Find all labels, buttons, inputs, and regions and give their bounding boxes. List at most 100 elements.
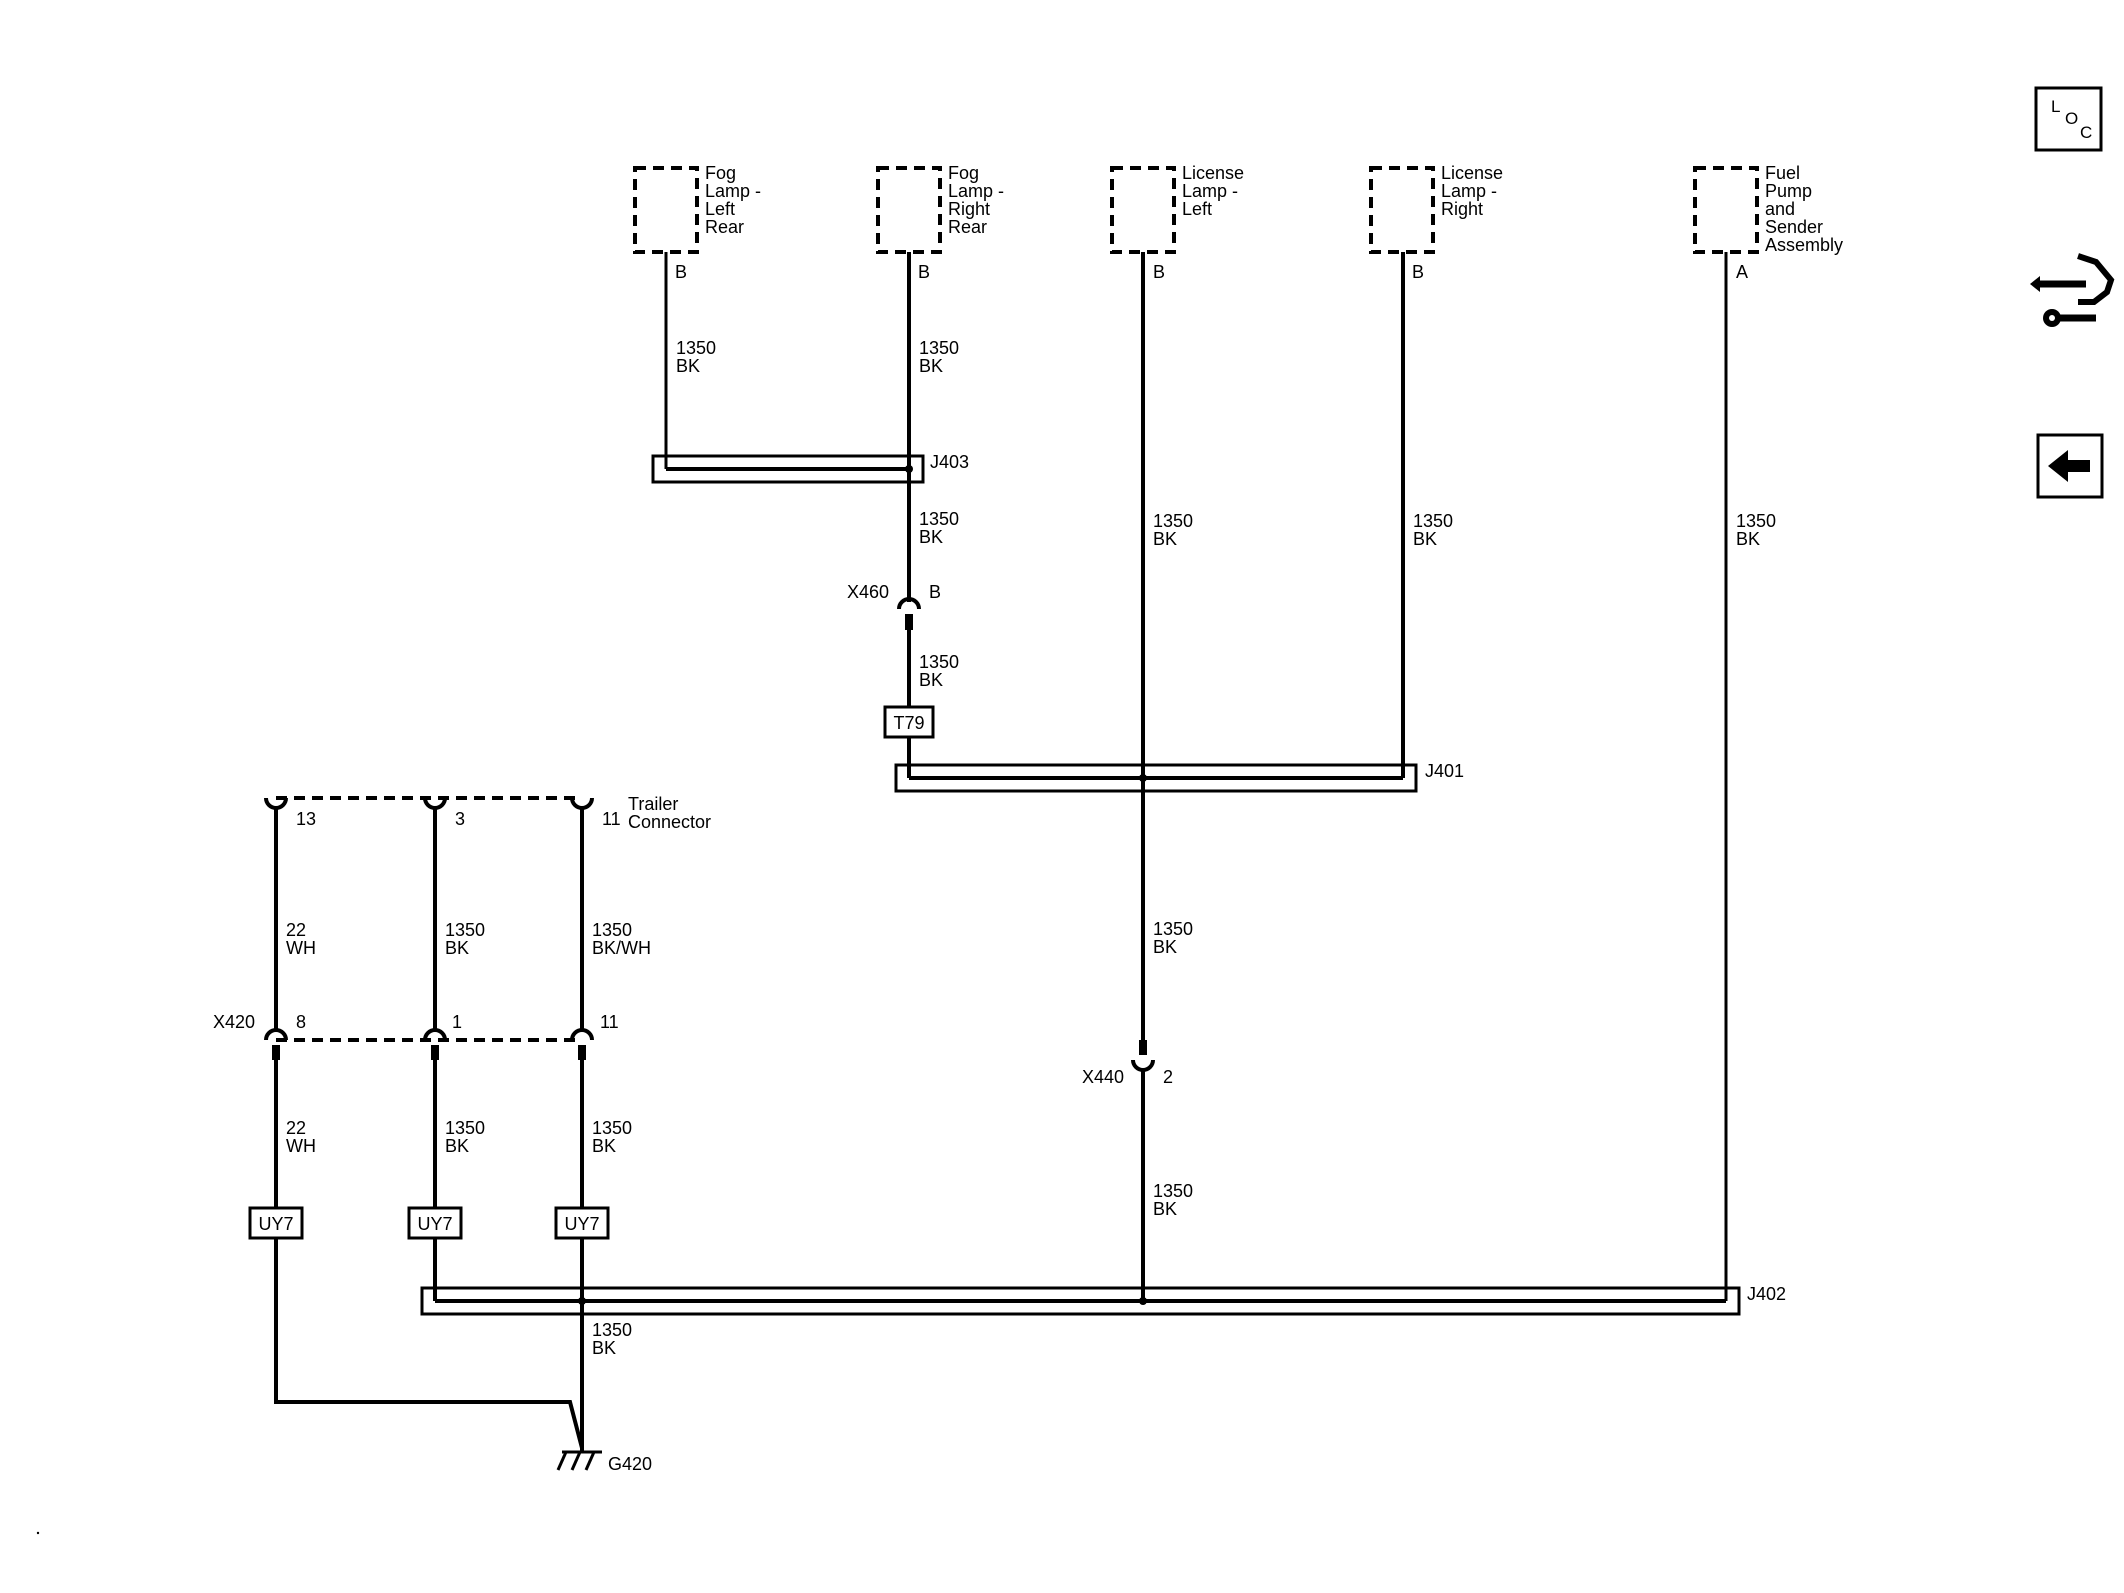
pin-label: B [1153, 262, 1165, 282]
splice-pack-j402: J402 [420, 1284, 1786, 1316]
wire-gauge: 1350 [592, 920, 632, 940]
component-label-line: Lamp - [1441, 181, 1497, 201]
component-label-line: Pump [1765, 181, 1812, 201]
component-label-line: Left [705, 199, 735, 219]
ground-label: G420 [608, 1454, 652, 1474]
splice-dot [1139, 774, 1147, 782]
component-label-line: Assembly [1765, 235, 1843, 255]
component-label-line: Left [1182, 199, 1212, 219]
back-arrow-icon [2048, 450, 2090, 482]
component-label-line: Fog [705, 163, 736, 183]
wire-gauge: 1350 [1153, 511, 1193, 531]
option-label: UY7 [258, 1214, 293, 1234]
wire-gauge: 1350 [445, 1118, 485, 1138]
component-label-line: Connector [628, 812, 711, 832]
svg-text:O: O [2065, 109, 2078, 128]
option-box-uy7: UY7 [407, 1206, 463, 1240]
component-label-line: License [1182, 163, 1244, 183]
wire-gauge: 1350 [592, 1118, 632, 1138]
connector-label: X420 [213, 1012, 255, 1032]
component-label-line: Rear [705, 217, 744, 237]
inline-connector-x440: X440 2 [1082, 1040, 1173, 1087]
component-label-line: License [1441, 163, 1503, 183]
option-label: UY7 [564, 1214, 599, 1234]
wire-color: BK [1413, 529, 1437, 549]
trailer-connector: 13 3 11 Trailer Connector [264, 794, 711, 832]
pin-label: 11 [602, 809, 621, 829]
inline-connector-x460: X460 B [847, 582, 941, 630]
wire-color: WH [286, 938, 316, 958]
component-label-line: Lamp - [948, 181, 1004, 201]
wire-color: BK [919, 670, 943, 690]
splice-pack-j403: J403 [651, 452, 969, 484]
pin-label: 8 [296, 1012, 306, 1032]
wire-color: BK [919, 527, 943, 547]
wire-gauge: 22 [286, 920, 306, 940]
pin-label: 1 [452, 1012, 462, 1032]
wire-gauge: 1350 [445, 920, 485, 940]
option-box-uy7: UY7 [554, 1206, 610, 1240]
connector-info-button[interactable] [2030, 253, 2115, 327]
splice-label: J401 [1425, 761, 1464, 781]
component-label-line: Right [948, 199, 990, 219]
wire-gauge: 22 [286, 1118, 306, 1138]
component-fog-lamp-right-rear: Fog Lamp - Right Rear B [876, 163, 1004, 282]
component-license-lamp-left: License Lamp - Left B [1110, 163, 1244, 282]
svg-text:C: C [2080, 123, 2092, 142]
splice-pack-j401: J401 [894, 761, 1464, 793]
wire-uy7-ground [274, 1238, 584, 1449]
back-button[interactable] [2036, 433, 2104, 499]
wire-color: BK [592, 1136, 616, 1156]
wire-gauge: 1350 [1736, 511, 1776, 531]
component-license-lamp-right: License Lamp - Right B [1369, 163, 1503, 282]
component-fuel-pump-sender-assembly: Fuel Pump and Sender Assembly A [1693, 163, 1843, 282]
wire-gauge: 1350 [1153, 1181, 1193, 1201]
component-label-line: and [1765, 199, 1795, 219]
wire-gauge: 1350 [1153, 919, 1193, 939]
wire-color: BK [676, 356, 700, 376]
splice-dot [578, 1297, 586, 1305]
pin-label: 2 [1163, 1067, 1173, 1087]
component-label-line: Fog [948, 163, 979, 183]
component-label-line: Right [1441, 199, 1483, 219]
option-label: T79 [893, 713, 924, 733]
option-label: UY7 [417, 1214, 452, 1234]
option-box-uy7: UY7 [248, 1206, 304, 1240]
loc-icon: L O C [2051, 97, 2092, 142]
wire-gauge: 1350 [919, 652, 959, 672]
component-label-line: Trailer [628, 794, 678, 814]
inline-connector-x420: X420 8 1 11 [213, 1012, 619, 1060]
pin-label: B [1412, 262, 1424, 282]
pin-label: 13 [296, 809, 316, 829]
pin-label: 11 [600, 1012, 619, 1032]
loc-button[interactable]: L O C [2034, 86, 2103, 152]
wire-gauge: 1350 [676, 338, 716, 358]
splice-label: J403 [930, 452, 969, 472]
pin-label: B [918, 262, 930, 282]
splice-dot [1139, 1297, 1147, 1305]
component-label-line: Sender [1765, 217, 1823, 237]
wire-color: BK [1153, 937, 1177, 957]
wire-color: BK [445, 1136, 469, 1156]
pin-label: B [675, 262, 687, 282]
svg-text:L: L [2051, 97, 2060, 116]
splice-dot [905, 465, 913, 473]
wire-gauge: 1350 [1413, 511, 1453, 531]
ground-g420: G420 [556, 1450, 652, 1474]
option-box-t79: T79 [883, 705, 935, 739]
component-fog-lamp-left-rear: Fog Lamp - Left Rear B [633, 163, 761, 282]
splice-label: J402 [1747, 1284, 1786, 1304]
wire-color: BK [919, 356, 943, 376]
wire-color: BK [445, 938, 469, 958]
scan-dot [36, 1531, 40, 1535]
component-label-line: Fuel [1765, 163, 1800, 183]
wire-gauge: 1350 [592, 1320, 632, 1340]
wire-color: WH [286, 1136, 316, 1156]
wire-color: BK [1153, 1199, 1177, 1219]
wire-gauge: 1350 [919, 338, 959, 358]
wire-color: BK [1153, 529, 1177, 549]
wire-color: BK/WH [592, 938, 651, 958]
connector-label: X440 [1082, 1067, 1124, 1087]
wire-gauge: 1350 [919, 509, 959, 529]
